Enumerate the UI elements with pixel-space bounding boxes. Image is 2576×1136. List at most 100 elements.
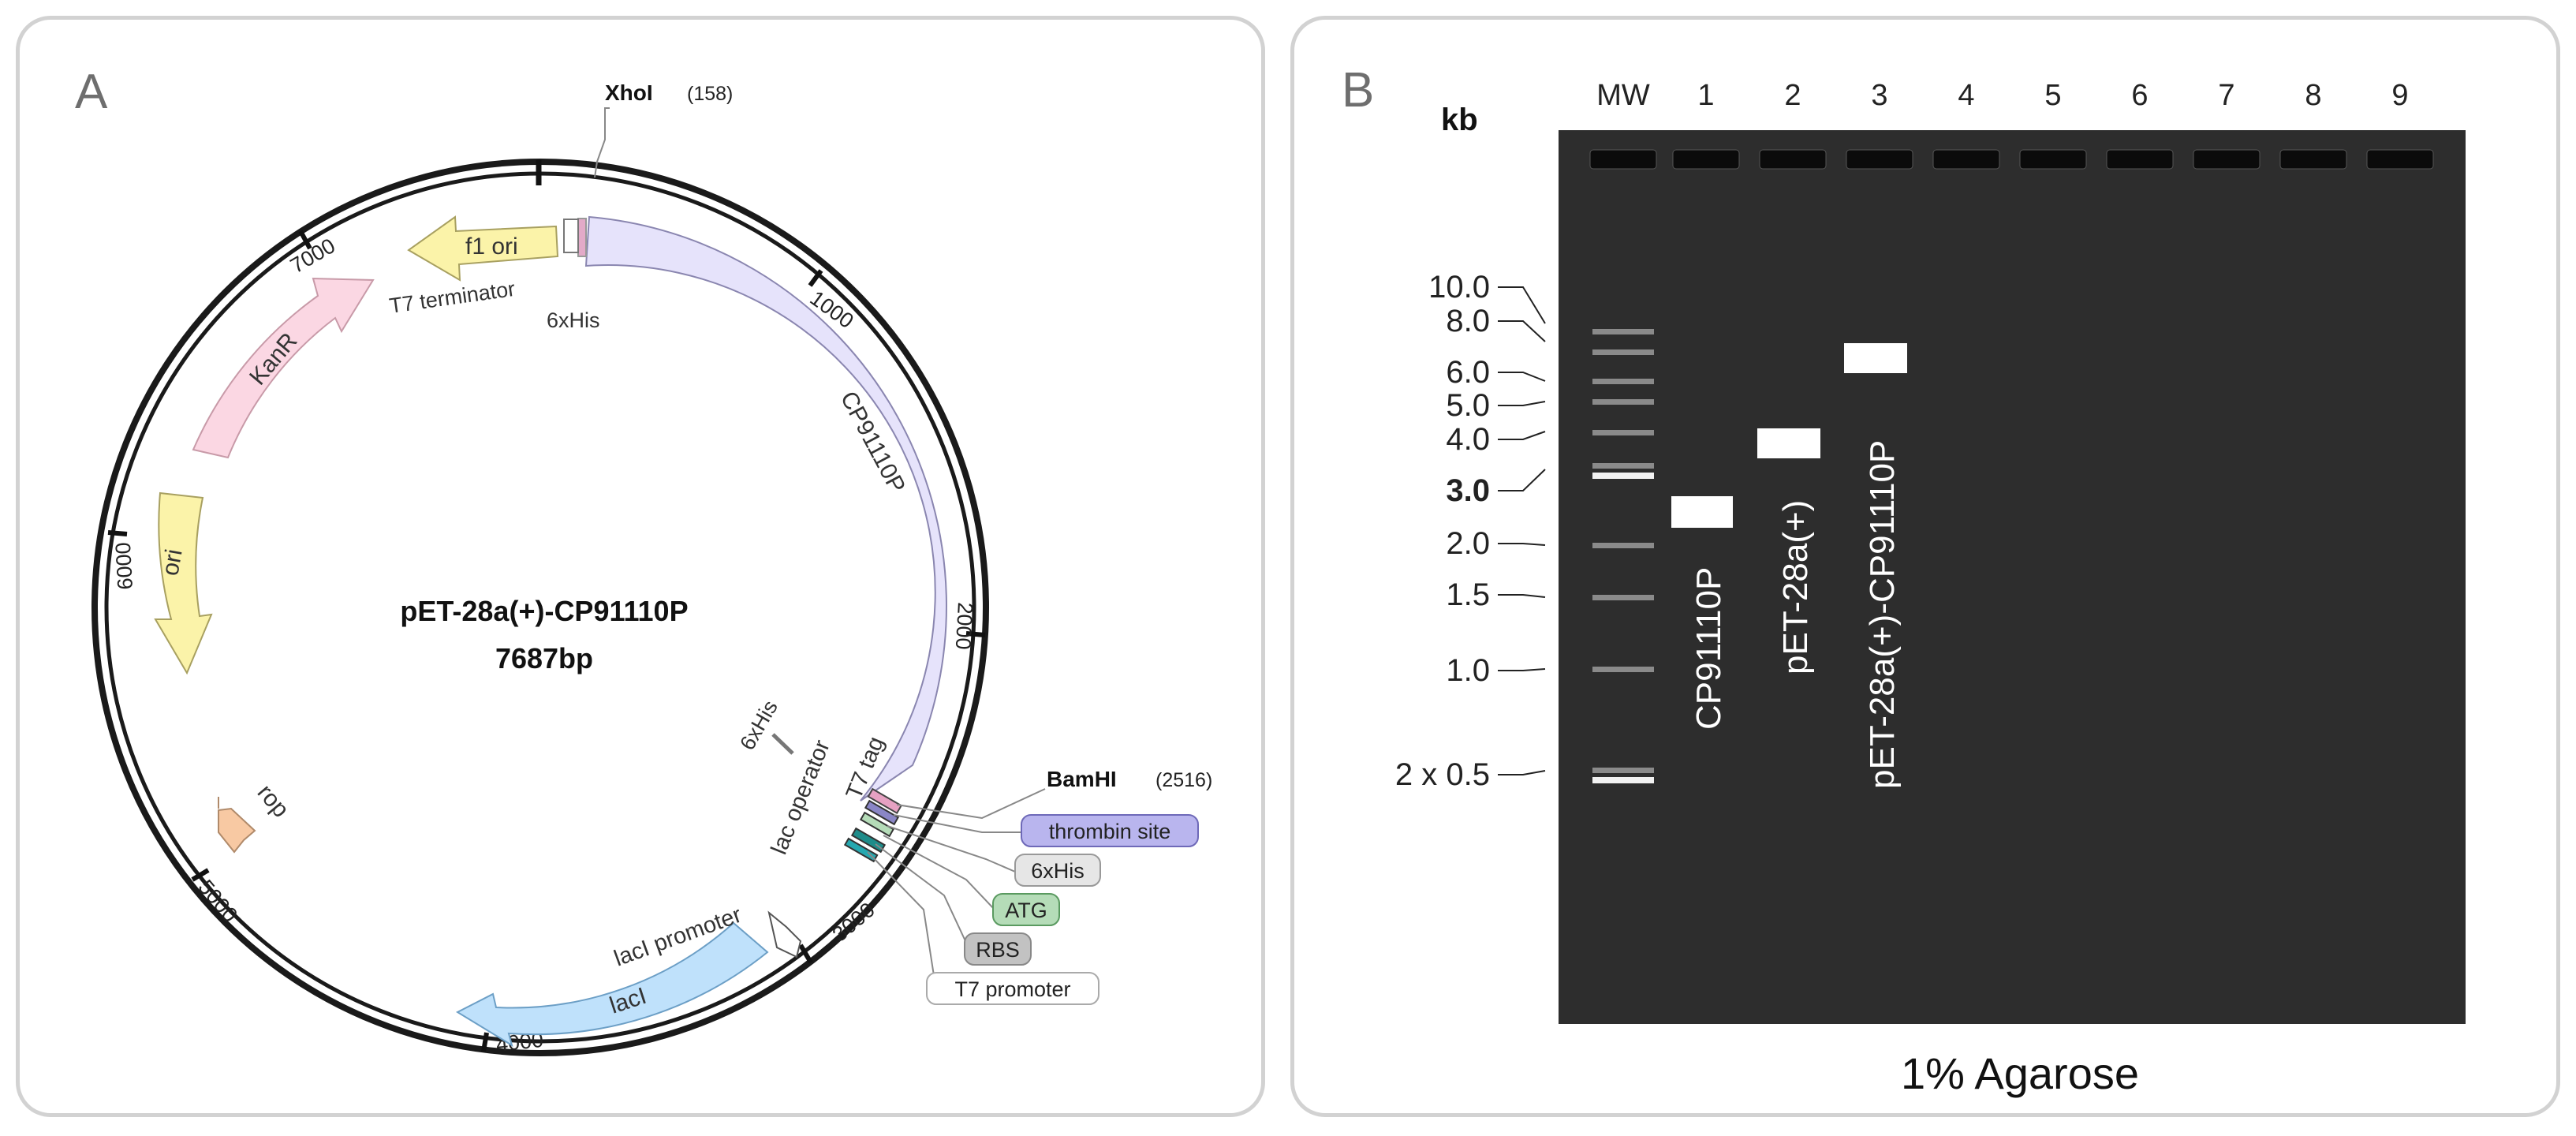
t7-tag-block [859,811,895,838]
his-pill [1014,854,1101,887]
tick-2000 [965,631,986,637]
his-tag-mid [771,733,794,755]
ladder-label: 5.0 [1446,388,1490,423]
his-pill-label: 6xHis [1031,859,1085,883]
ladder-tick [1498,431,1546,440]
f1-ori-feature [407,215,559,282]
lane-label: 3 [1871,79,1887,112]
plasmid-name: pET-28a(+)-CP91110P [400,595,688,627]
rbs-pill [964,932,1032,966]
lane-label: 5 [2044,79,2061,112]
tick-1000 [808,269,823,287]
ladder-labels: 10.08.06.05.04.03.02.01.51.02 x 0.5 [1395,270,1546,792]
ori-feature [154,491,213,675]
lac-operator-block [850,827,887,854]
laci-promoter-arrow [767,910,802,958]
ladder-band [1592,349,1654,355]
band-lane1 [1671,496,1733,528]
ladder-tick [1498,543,1546,546]
ladder-band [1592,595,1654,600]
plasmid-size: 7687bp [495,642,593,674]
rbs-leader [875,843,967,944]
lane-label: 9 [2391,79,2408,112]
ladder-label: 6.0 [1446,355,1490,390]
ladder-label: 4.0 [1446,422,1490,457]
his-top-label: 6xHis [547,308,600,332]
ori-label: ori [157,547,187,578]
panel-letter-a: A [75,65,108,119]
ladder-band [1592,543,1654,548]
plasmid-map-svg: A 1000 2000 3000 4000 5000 6000 7000 Xho… [75,65,1212,1056]
lane-label: MW [1596,79,1650,112]
ladder-label: 8.0 [1446,304,1490,338]
xhoi-name: XhoI [605,80,653,105]
gel-area [1559,130,2466,1024]
panel-letter-b: B [1342,63,1374,118]
tick-5000 [191,868,210,882]
kb-label: kb [1441,103,1478,137]
lane-label: 1 [1697,79,1714,112]
ladder-band [1592,667,1654,672]
thrombin-pill-label: thrombin site [1049,820,1171,843]
lane-label: 8 [2305,79,2321,112]
t7-promoter-pill [926,972,1099,1005]
tick-3000 [798,944,813,964]
ladder-band [1592,473,1654,479]
f1-ori-label: f1 ori [465,234,518,260]
xhoi-position: (158) [687,83,733,105]
tick-label-2000: 2000 [951,602,977,651]
ladder-tick [1498,286,1546,324]
ladder-tick [1498,469,1546,491]
ladder-label: 2.0 [1446,526,1490,561]
t7-promoter-leader [867,851,935,981]
kanr-feature [192,277,375,459]
xhoi-leader [594,107,610,178]
tick-4000 [481,1032,489,1052]
ladder-tick [1498,770,1546,775]
well [1759,149,1827,170]
rop-label: rop [252,779,294,822]
ladder-tick [1498,668,1546,671]
ladder-label: 1.5 [1446,577,1490,612]
his-mid-label: 6xHis [735,697,782,754]
laci-feature [455,921,769,1048]
ladder-band [1592,399,1654,405]
ladder-label: 10.0 [1428,270,1490,305]
band-lane2 [1757,428,1820,458]
ladder [1592,329,1654,783]
ladder-band [1592,777,1654,783]
thrombin-block [864,799,900,826]
gel-footer: 1% Agarose [1901,1048,2139,1098]
band-lane3 [1844,343,1907,373]
t7-terminator-label: T7 terminator [388,277,517,318]
thrombin-leader [893,814,1021,833]
band-label-lane2: pET-28a(+) [1776,500,1815,674]
well [1932,149,2000,170]
lane-label: 4 [1958,79,1974,112]
ladder-label: 2 x 0.5 [1395,757,1490,792]
bamhi-position: (2516) [1155,769,1212,791]
ladder-tick [1498,372,1546,382]
cp91110p-feature [584,215,947,802]
tick-label-6000: 6000 [111,542,137,591]
ladder-band [1592,768,1654,773]
tick-7000 [298,230,312,250]
ladder-tick [1498,401,1546,406]
ladder-band [1592,463,1654,469]
well [2019,149,2087,170]
ladder-band [1592,329,1654,334]
lac-operator-label: lac operator [767,736,835,858]
t7-promoter-pill-label: T7 promoter [954,977,1070,1001]
wells [1589,149,2434,170]
t7-promoter-block [843,837,879,863]
lane-label: 7 [2218,79,2234,112]
ladder-band [1592,379,1654,384]
well [1672,149,1740,170]
ladder-tick [1498,320,1546,342]
atg-leader [883,835,995,910]
t7-terminator-box [563,219,579,253]
t7-tag-label: T7 tag [842,733,889,802]
